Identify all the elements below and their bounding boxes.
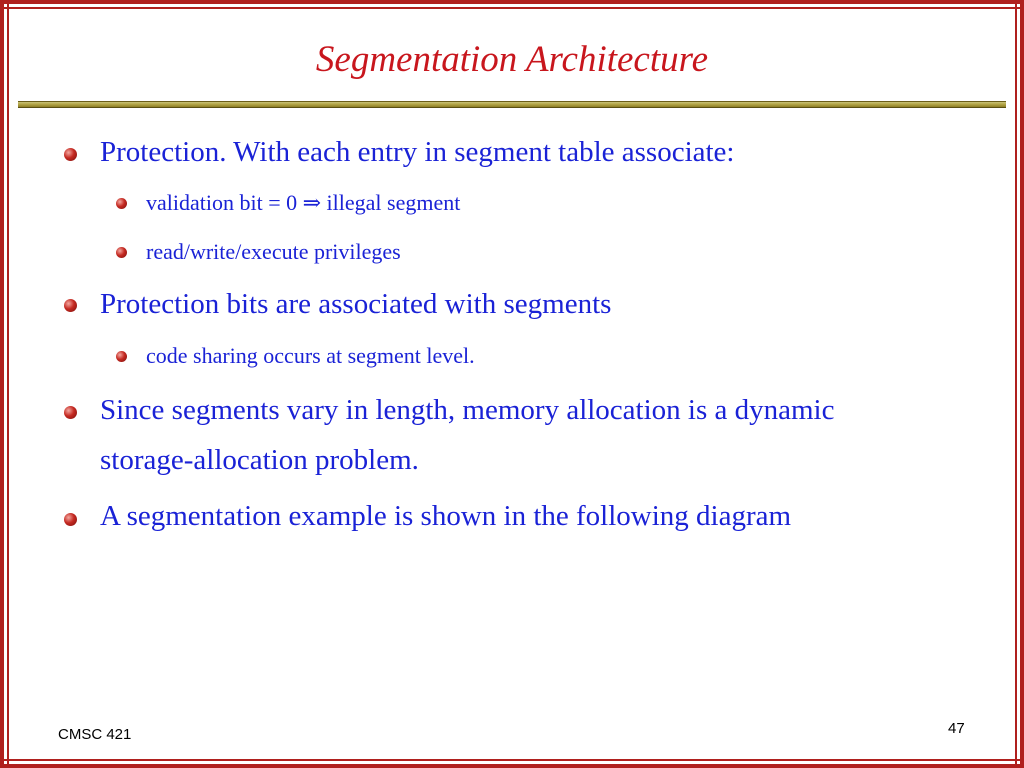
page-number: 47: [948, 720, 965, 737]
bullet-sphere-icon: [116, 351, 127, 362]
frame-top-inner-border: [0, 7, 1024, 9]
bullet-sphere-icon: [64, 513, 77, 526]
title-underline-rule: [18, 101, 1006, 108]
slide-title: Segmentation Architecture: [315, 39, 709, 80]
frame-bottom-border: [0, 764, 1024, 768]
sub-bullet-validation-bit: validation bit = 0 ⇒ illegal segment: [146, 190, 461, 215]
frame-bottom-inner-border: [0, 759, 1024, 761]
bullet-segmentation-example: A segmentation example is shown in the f…: [100, 500, 792, 532]
frame-left-border: [0, 0, 4, 768]
footer-course-label: CMSC 421: [58, 726, 132, 743]
frame-left-inner-border: [7, 0, 9, 768]
bullet-sphere-icon: [64, 148, 77, 161]
bullet-sphere-icon: [64, 406, 77, 419]
sub-bullet-privileges: read/write/execute privileges: [146, 239, 401, 264]
bullet-memory-allocation-line1: Since segments vary in length, memory al…: [100, 394, 835, 426]
frame-right-inner-border: [1015, 0, 1017, 768]
bullet-protection: Protection. With each entry in segment t…: [100, 136, 735, 168]
bullet-sphere-icon: [64, 299, 77, 312]
bullet-sphere-icon: [116, 247, 127, 258]
bullet-sphere-icon: [116, 198, 127, 209]
sub-bullet-code-sharing: code sharing occurs at segment level.: [146, 343, 475, 368]
bullet-memory-allocation-line2: storage-allocation problem.: [100, 444, 419, 476]
bullet-protection-bits: Protection bits are associated with segm…: [100, 288, 612, 320]
frame-top-border: [0, 0, 1024, 4]
frame-right-border: [1020, 0, 1024, 768]
